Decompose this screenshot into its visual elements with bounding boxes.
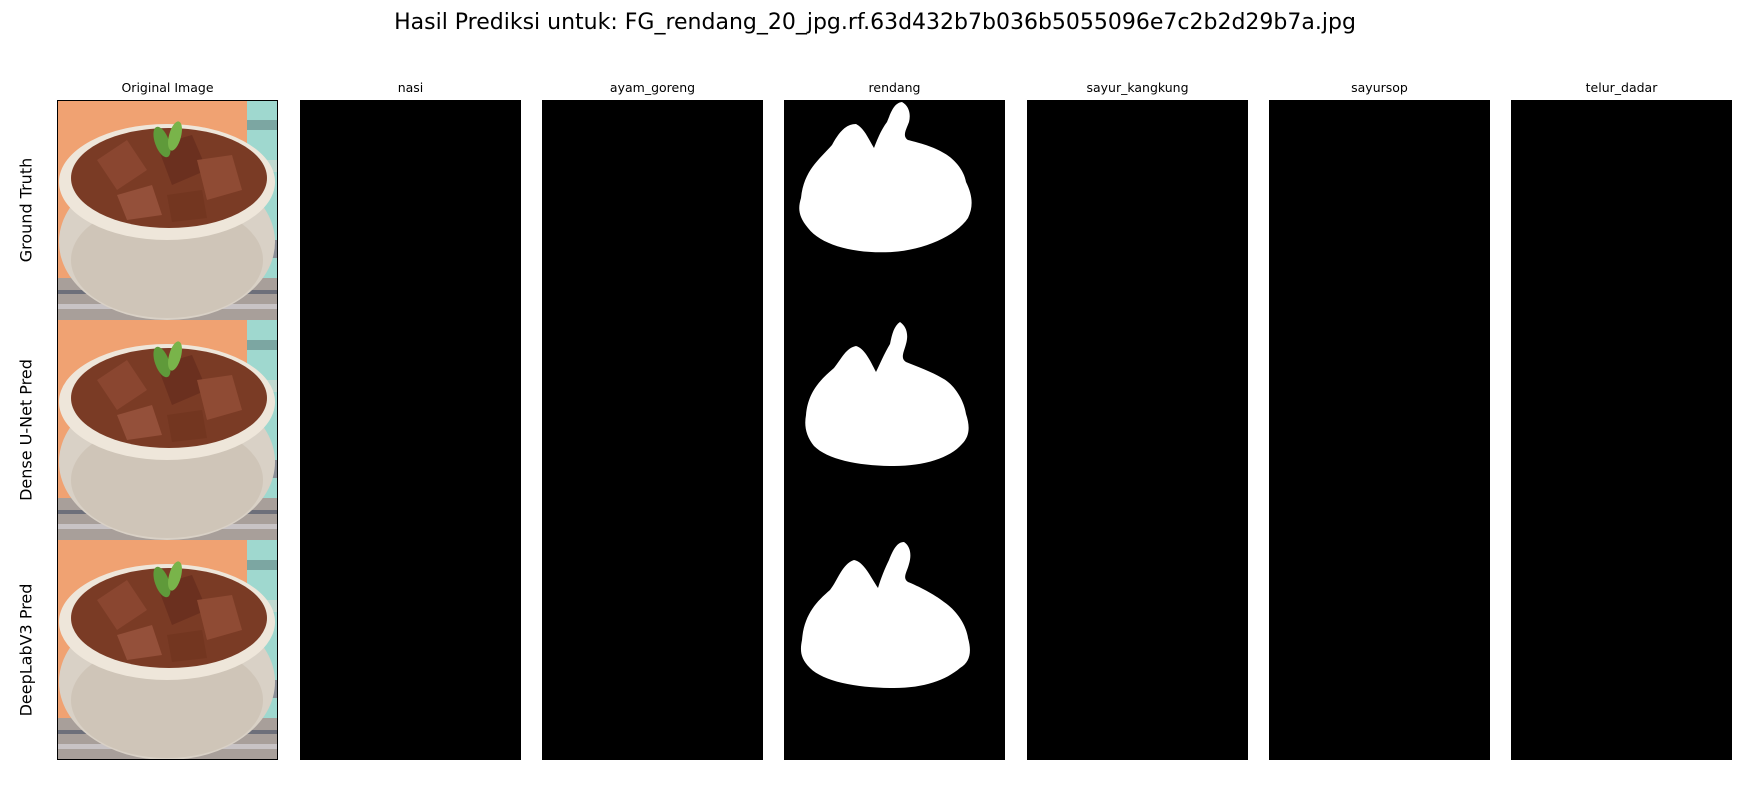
column-title-telur-dadar: telur_dadar <box>1585 80 1658 95</box>
mask-sayur-kangkung-dense-unet <box>1027 320 1248 540</box>
mask-ayam-goreng-dense-unet <box>542 320 763 540</box>
mask-sayursop-dense-unet <box>1269 320 1490 540</box>
mask-ayam-goreng-ground-truth <box>542 100 763 320</box>
mask-rendang-ground-truth <box>784 100 1005 320</box>
column-title-ayam-goreng: ayam_goreng <box>609 80 696 95</box>
rendang-segment-dense-unet <box>805 322 969 466</box>
mask-rendang-deeplabv3 <box>784 540 1005 760</box>
mask-sayur-kangkung-ground-truth <box>1027 100 1248 320</box>
column-title-rendang: rendang <box>868 80 921 95</box>
column-title-sayur-kangkung: sayur_kangkung <box>1086 80 1189 95</box>
mask-telur-dadar-deeplabv3 <box>1511 540 1732 760</box>
original-image-ground-truth <box>57 100 278 320</box>
rendang-segment-ground-truth <box>799 102 972 253</box>
mask-sayursop-ground-truth <box>1269 100 1490 320</box>
mask-ayam-goreng-deeplabv3 <box>542 540 763 760</box>
mask-nasi-dense-unet <box>300 320 521 540</box>
mask-sayursop-deeplabv3 <box>1269 540 1490 760</box>
figure-title: Hasil Prediksi untuk: FG_rendang_20_jpg.… <box>394 10 1356 35</box>
rendang-segment-deeplabv3 <box>800 542 970 688</box>
mask-telur-dadar-dense-unet <box>1511 320 1732 540</box>
mask-sayur-kangkung-deeplabv3 <box>1027 540 1248 760</box>
mask-nasi-deeplabv3 <box>300 540 521 760</box>
mask-telur-dadar-ground-truth <box>1511 100 1732 320</box>
mask-nasi-ground-truth <box>300 100 521 320</box>
column-title-original-image: Original Image <box>121 80 214 95</box>
mask-rendang-dense-unet <box>784 320 1005 540</box>
column-title-sayursop: sayursop <box>1351 80 1408 95</box>
column-title-nasi: nasi <box>397 80 424 95</box>
original-image-dense-unet <box>57 320 278 540</box>
original-image-deeplabv3 <box>57 540 278 760</box>
